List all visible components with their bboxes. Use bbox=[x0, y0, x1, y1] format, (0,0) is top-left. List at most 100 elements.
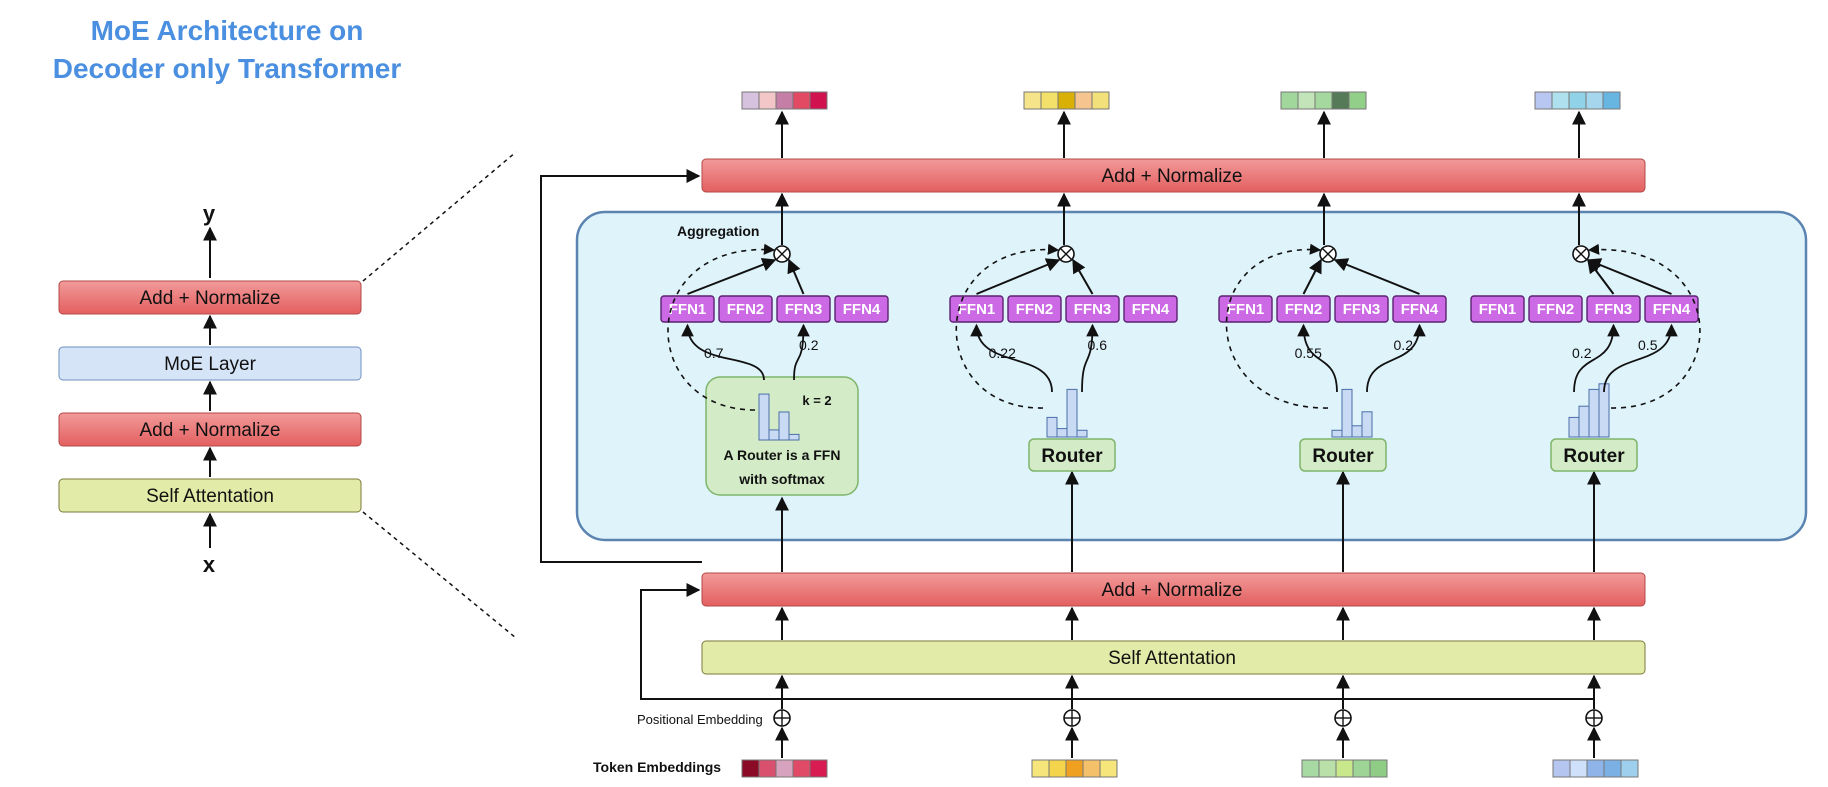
col1-expert-ffn1 bbox=[660, 295, 715, 323]
col4-token-embedding-cell bbox=[1552, 759, 1571, 778]
col3-expert-ffn1 bbox=[1218, 295, 1273, 323]
col4-token-embedding-cell bbox=[1586, 759, 1605, 778]
col4-routing-weight: 0.2 bbox=[1572, 345, 1592, 361]
col2-output-embedding-cell bbox=[1074, 91, 1093, 110]
col1-expert-label: FFN1 bbox=[669, 301, 707, 318]
self-attention-block bbox=[701, 640, 1646, 675]
positional-embedding-label: Positional Embedding bbox=[637, 712, 763, 727]
col4-router-label: Router bbox=[1563, 446, 1625, 467]
col4-token-embedding-cell bbox=[1569, 759, 1588, 778]
col2-routing-weight: 0.6 bbox=[1088, 337, 1108, 353]
col2-token-embedding-cell bbox=[1065, 759, 1084, 778]
col1-output-embedding-cell bbox=[758, 91, 777, 110]
col2-router-score-bar bbox=[1076, 429, 1088, 438]
col2-router-to-expert bbox=[970, 323, 1053, 393]
col1-token-embedding-cell bbox=[741, 759, 760, 778]
col2-router-box bbox=[1028, 438, 1116, 472]
col4-routing-weight: 0.5 bbox=[1638, 337, 1658, 353]
left-moe-layer-label: MoE Layer bbox=[164, 354, 257, 375]
router-note-line1: A Router is a FFN bbox=[724, 447, 841, 463]
col3-router-box bbox=[1299, 438, 1387, 472]
col2-expert-ffn3 bbox=[1065, 295, 1120, 323]
col3-token-embedding-cell bbox=[1318, 759, 1337, 778]
col4-router-score-bar bbox=[1598, 383, 1610, 438]
col2-output-embedding-cell bbox=[1040, 91, 1059, 110]
col2-token-embedding-cell bbox=[1031, 759, 1050, 778]
col1-output-embedding-cell bbox=[809, 91, 828, 110]
col1-router-to-expert bbox=[793, 323, 810, 381]
col1-expert-label: FFN4 bbox=[843, 301, 881, 318]
col4-router-box bbox=[1550, 438, 1638, 472]
col2-router-score-bar bbox=[1046, 416, 1058, 438]
top-add-normalize bbox=[701, 158, 1646, 193]
col2-router-to-expert bbox=[1081, 323, 1099, 393]
left-self-attention bbox=[58, 478, 362, 513]
left-stack: y Add + Normalize MoE Layer Add + Normal… bbox=[58, 151, 517, 639]
col2-output-embedding-cell bbox=[1057, 91, 1076, 110]
col2-router-label: Router bbox=[1041, 446, 1103, 467]
moe-panel bbox=[575, 210, 1808, 542]
col2-expert-label: FFN3 bbox=[1074, 301, 1112, 318]
col4-expert-ffn2 bbox=[1528, 295, 1583, 323]
col4-expert-label: FFN1 bbox=[1479, 301, 1517, 318]
col3-output-embedding-cell bbox=[1348, 91, 1367, 110]
col3-token-embedding-cell bbox=[1352, 759, 1371, 778]
col2-token-embedding-cell bbox=[1099, 759, 1118, 778]
col3-expert-label: FFN3 bbox=[1343, 301, 1381, 318]
col4-router-to-expert bbox=[1573, 323, 1620, 393]
self-attention-label: Self Attentation bbox=[1108, 648, 1236, 669]
left-moe-layer bbox=[58, 346, 362, 381]
col4-expert-ffn3 bbox=[1586, 295, 1641, 323]
col1-expert-label: FFN3 bbox=[785, 301, 823, 318]
col4-output-embedding-cell bbox=[1602, 91, 1621, 110]
bottom-add-normalize-label: Add + Normalize bbox=[1102, 580, 1243, 601]
aggregation-label: Aggregation bbox=[677, 223, 759, 239]
col4-weight-to-aggregation bbox=[1587, 243, 1701, 409]
col3-router-score-bar bbox=[1331, 429, 1343, 438]
col2-token-embedding-cell bbox=[1082, 759, 1101, 778]
col2-expert-label: FFN1 bbox=[958, 301, 996, 318]
left-add-normalize-bottom-label: Add + Normalize bbox=[140, 420, 281, 441]
diagram-title-line2: Decoder only Transformer bbox=[53, 53, 402, 84]
col4-token-embedding-cell bbox=[1620, 759, 1639, 778]
col2-expert-ffn1 bbox=[949, 295, 1004, 323]
col3-router-score-bar bbox=[1351, 425, 1363, 438]
col1-router-to-expert bbox=[681, 323, 765, 381]
col2-expert-ffn2 bbox=[1007, 295, 1062, 323]
col2-token-embedding-cell bbox=[1048, 759, 1067, 778]
col3-expert-ffn3 bbox=[1334, 295, 1389, 323]
router-note-line2: with softmax bbox=[738, 471, 825, 487]
output-y-label: y bbox=[203, 201, 216, 226]
col4-expert-label: FFN3 bbox=[1595, 301, 1633, 318]
col1-expert-label: FFN2 bbox=[727, 301, 765, 318]
bottom-add-normalize bbox=[701, 572, 1646, 607]
left-add-normalize-top-label: Add + Normalize bbox=[140, 288, 281, 309]
col3-token-embedding-cell bbox=[1369, 759, 1388, 778]
col4-output-embedding-cell bbox=[1534, 91, 1553, 110]
col3-routing-weight: 0.55 bbox=[1295, 345, 1322, 361]
col2-expert-ffn4 bbox=[1123, 295, 1178, 323]
col1-router-score-bar bbox=[778, 411, 790, 441]
col2-weight-to-aggregation bbox=[955, 243, 1060, 409]
col3-expert-label: FFN1 bbox=[1227, 301, 1265, 318]
col3-output-embedding-cell bbox=[1280, 91, 1299, 110]
col2-output-embedding-cell bbox=[1091, 91, 1110, 110]
col3-router-label: Router bbox=[1312, 446, 1374, 467]
col4-expert-to-aggregation bbox=[1586, 258, 1672, 295]
col4-aggregation-x2 bbox=[1575, 248, 1587, 260]
col4-router-to-expert bbox=[1603, 323, 1678, 393]
col4-expert-ffn1 bbox=[1470, 295, 1525, 323]
col4-router-score-bar bbox=[1578, 405, 1590, 438]
col4-router-score-bar bbox=[1588, 388, 1600, 438]
col2-router-score-bar bbox=[1056, 428, 1068, 438]
col2-expert-to-aggregation bbox=[1072, 258, 1094, 295]
col1-token-embedding-cell bbox=[792, 759, 811, 778]
router-note-k: k = 2 bbox=[802, 393, 831, 408]
col1-expert-to-aggregation bbox=[687, 258, 777, 295]
col4-expert-label: FFN4 bbox=[1653, 301, 1691, 318]
token-embeddings-label: Token Embeddings bbox=[593, 759, 721, 775]
col1-output-embedding-cell bbox=[775, 91, 794, 110]
col3-output-embedding-cell bbox=[1331, 91, 1350, 110]
col1-token-embedding-cell bbox=[809, 759, 828, 778]
